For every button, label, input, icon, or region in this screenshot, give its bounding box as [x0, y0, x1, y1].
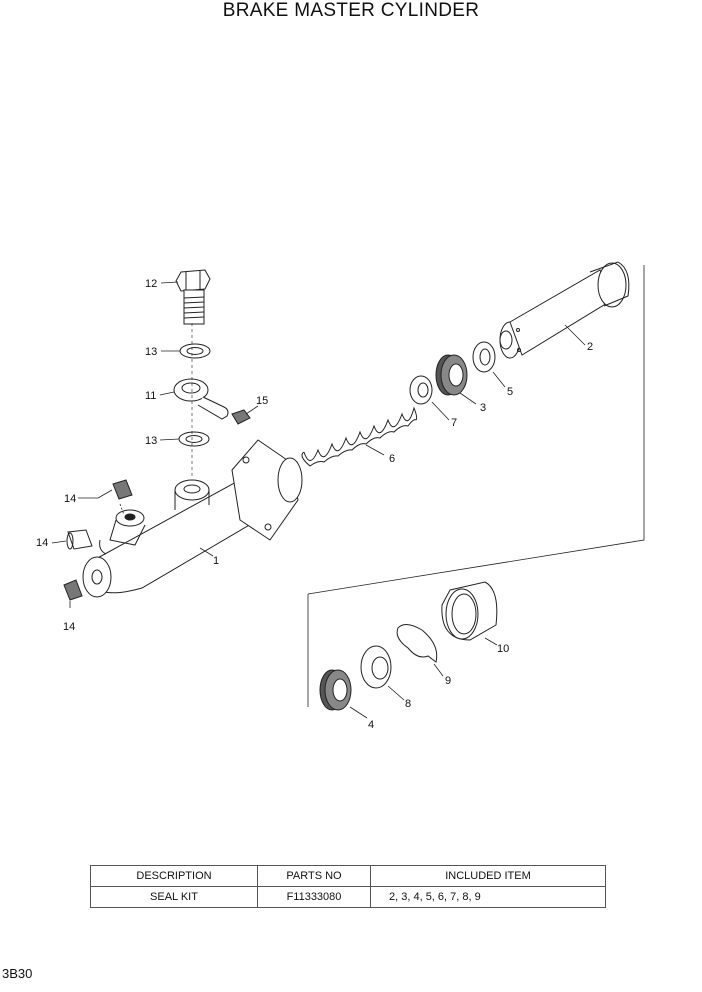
- washer-part-13-upper: [179, 343, 211, 359]
- cell-description: SEAL KIT: [90, 886, 258, 908]
- callout-14-bottom: 14: [63, 621, 75, 633]
- seal-part-4: [319, 669, 352, 711]
- callout-12: 12: [145, 278, 157, 290]
- parts-table: DESCRIPTION PARTS NO INCLUDED ITEM SEAL …: [90, 865, 606, 908]
- callout-14-middle: 14: [36, 537, 48, 549]
- callout-13-lower: 13: [145, 435, 157, 447]
- exploded-view-diagram: 12 13 11 15 13 14 14 14 1 6 7 3 5 2 10 9…: [36, 261, 645, 731]
- callout-14-top: 14: [64, 493, 76, 505]
- callout-1: 1: [213, 555, 219, 567]
- banjo-part-11: [173, 378, 229, 420]
- bolt-part-12: [175, 269, 211, 325]
- washer-part-13-lower: [178, 431, 210, 447]
- callout-4: 4: [368, 719, 374, 731]
- callout-11: 11: [145, 390, 156, 402]
- table-header-row: DESCRIPTION PARTS NO INCLUDED ITEM: [90, 865, 606, 887]
- plug-part-14-top: [112, 479, 133, 500]
- spring-part-6: [301, 406, 418, 467]
- page-id: 3B30: [2, 966, 33, 981]
- leader-lines: [51, 281, 586, 719]
- seal-part-3: [435, 354, 468, 396]
- callout-7: 7: [451, 417, 457, 429]
- callout-2: 2: [587, 341, 593, 353]
- callout-6: 6: [389, 453, 395, 465]
- piston-part-2: [499, 261, 630, 359]
- washer-part-5: [472, 341, 496, 373]
- callout-10: 10: [497, 643, 509, 655]
- callout-8: 8: [405, 698, 411, 710]
- plug-part-14-bottom: [63, 579, 83, 601]
- clip-part-9: [396, 624, 438, 663]
- frame-lines-upper: [307, 265, 645, 595]
- cell-included-item: 2, 3, 4, 5, 6, 7, 8, 9: [370, 886, 606, 908]
- ring-part-7: [409, 375, 433, 405]
- washer-part-8: [360, 645, 392, 689]
- callout-15: 15: [256, 395, 268, 407]
- page-title: BRAKE MASTER CYLINDER: [222, 0, 480, 21]
- header-parts-no: PARTS NO: [257, 865, 371, 887]
- table-row: SEAL KIT F11333080 2, 3, 4, 5, 6, 7, 8, …: [90, 886, 606, 908]
- callout-3: 3: [480, 402, 486, 414]
- cap-part-15: [231, 409, 251, 425]
- sleeve-part-10: [441, 581, 498, 641]
- callout-13-upper: 13: [145, 346, 157, 358]
- cell-parts-no: F11333080: [257, 886, 371, 908]
- callout-9: 9: [445, 675, 451, 687]
- cylinder-body-part-1: [82, 439, 303, 598]
- plug-part-14-middle: [66, 529, 93, 550]
- callout-5: 5: [507, 386, 513, 398]
- header-description: DESCRIPTION: [90, 865, 258, 887]
- header-included-item: INCLUDED ITEM: [370, 865, 606, 887]
